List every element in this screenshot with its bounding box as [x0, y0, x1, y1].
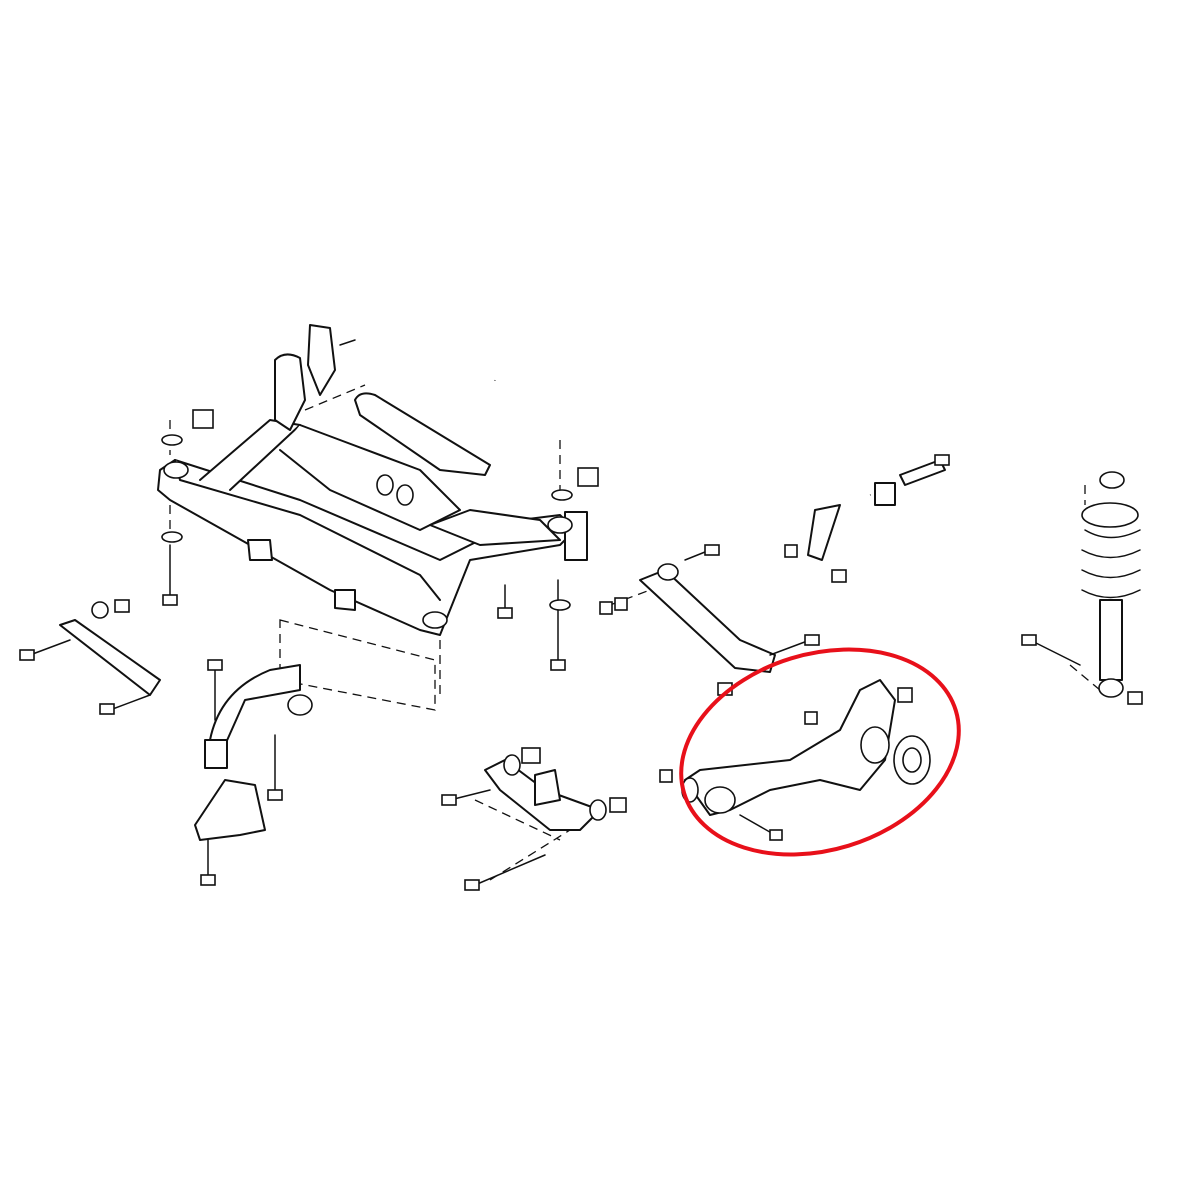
lower-arm: [484, 754, 607, 831]
highlight-ellipse: [679, 647, 961, 857]
shock-absorber-coil-spring: [1081, 502, 1141, 698]
trailing-arm-knuckle: [659, 679, 931, 841]
bolts: [19, 454, 1081, 891]
bushings-and-nuts: [114, 409, 1143, 813]
toe-link: [194, 664, 301, 841]
rear-bracket: [307, 324, 491, 476]
trailing-link-left: [59, 601, 161, 696]
upper-lateral-arm: [639, 563, 776, 673]
stabilizer-bar: [493, 329, 946, 561]
rear-subframe: [157, 353, 588, 636]
